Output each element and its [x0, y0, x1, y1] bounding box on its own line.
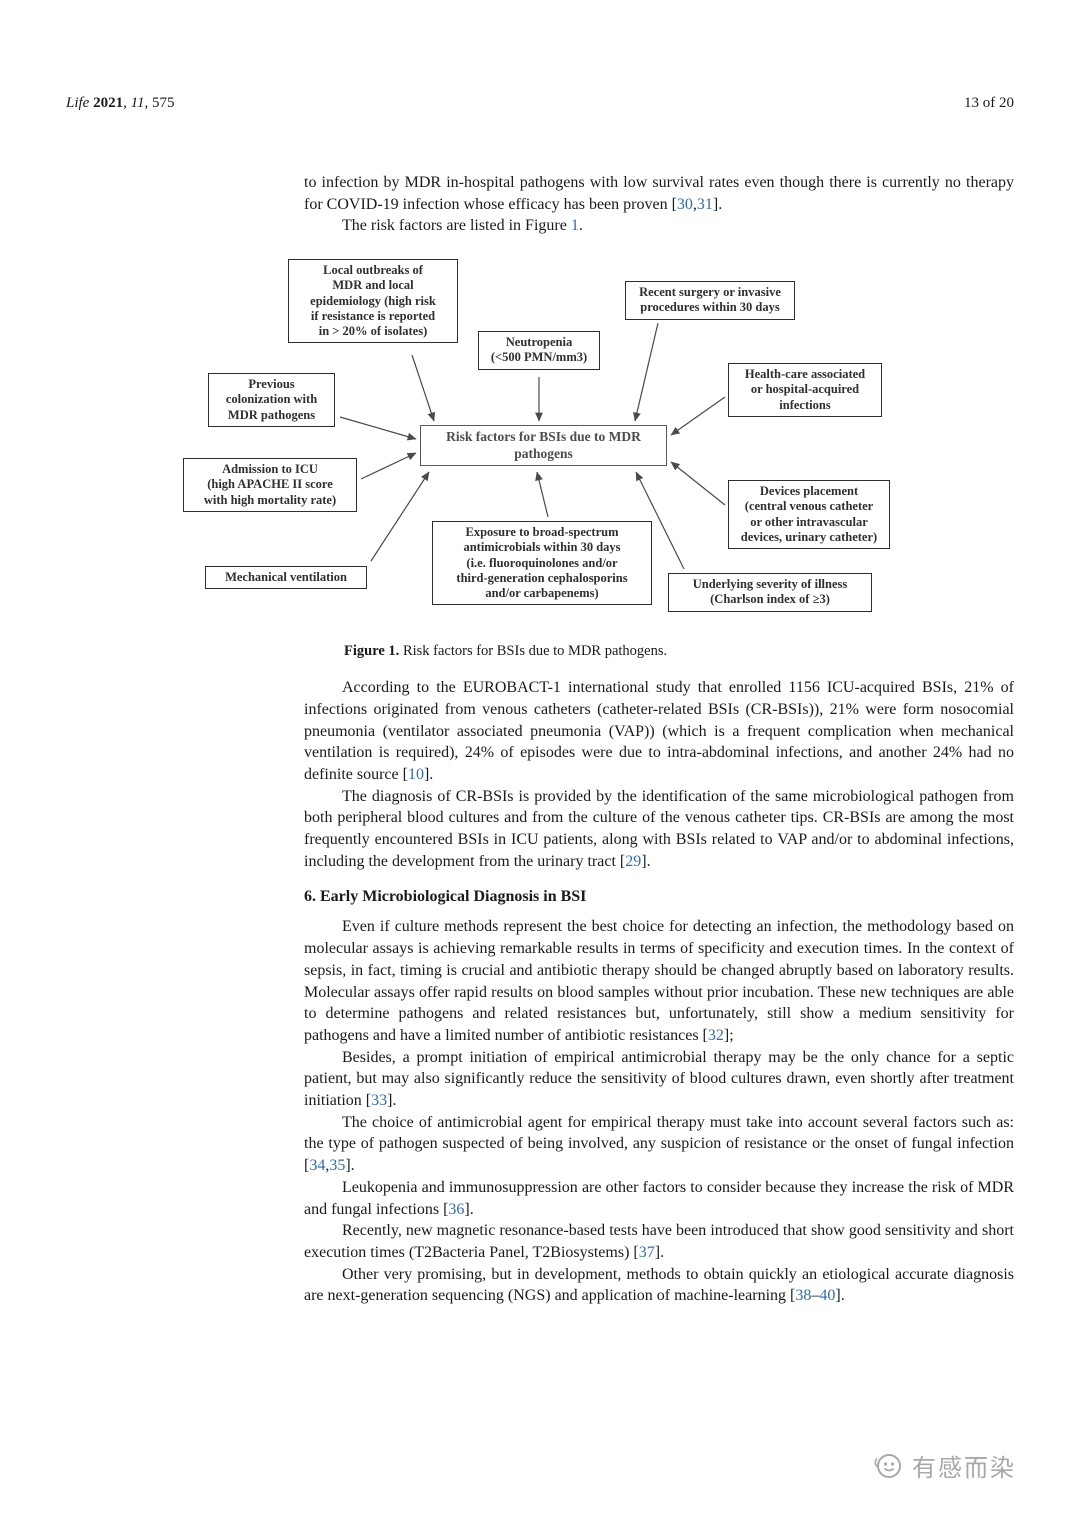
figure-caption: Figure 1. Risk factors for BSIs due to M… — [344, 641, 1014, 661]
watermark-text: 有感而染 — [912, 1455, 1016, 1482]
paragraph-intro: to infection by MDR in-hospital pathogen… — [304, 172, 1014, 215]
text-segment: ]. — [464, 1200, 474, 1218]
figure-1-diagram: Local outbreaks of MDR and local epidemi… — [180, 255, 895, 625]
text-segment: Besides, a prompt initiation of empirica… — [304, 1048, 1014, 1110]
paragraph-agent-choice: The choice of antimicrobial agent for em… — [304, 1112, 1014, 1177]
text-segment: Even if culture methods represent the be… — [304, 918, 1014, 1044]
citation-link[interactable]: 31 — [696, 195, 713, 213]
text-segment: Leukopenia and immunosuppression are oth… — [304, 1178, 1014, 1218]
citation-link[interactable]: 38 — [795, 1287, 812, 1305]
paragraph-culture-methods: Even if culture methods represent the be… — [304, 916, 1014, 1046]
citation-link[interactable]: 35 — [329, 1157, 346, 1175]
figure-box-devices-placement: Devices placement (central venous cathet… — [728, 480, 890, 550]
watermark-logo-icon — [874, 1453, 901, 1478]
text-segment: ]. — [641, 852, 651, 870]
citation-link[interactable]: 40 — [819, 1287, 836, 1305]
text-segment: ]. — [654, 1243, 665, 1261]
figure-box-local-outbreaks: Local outbreaks of MDR and local epidemi… — [288, 259, 458, 344]
citation-link[interactable]: 34 — [309, 1157, 326, 1175]
figure-box-healthcare-associated: Health-care associated or hospital-acqui… — [728, 363, 882, 417]
text-segment: 2021 — [93, 95, 124, 111]
figure-box-antimicrobial-exposure: Exposure to broad-spectrum antimicrobial… — [432, 521, 652, 606]
text-segment: ]. — [423, 765, 434, 783]
text-segment: ]; — [723, 1026, 734, 1044]
text-segment: ]. — [345, 1157, 355, 1175]
text-segment: Life — [66, 95, 94, 111]
paragraph-crbsi-diagnosis: The diagnosis of CR-BSIs is provided by … — [304, 786, 1014, 873]
text-segment: – — [811, 1287, 820, 1305]
text-segment: The risk factors are listed in Figure — [342, 217, 571, 235]
citation-link[interactable]: 37 — [638, 1243, 655, 1261]
text-segment: Figure 1. — [344, 643, 400, 660]
paragraph-leukopenia: Leukopenia and immunosuppression are oth… — [304, 1177, 1014, 1220]
watermark: 有感而染 — [872, 1448, 1016, 1483]
citation-link[interactable]: 29 — [625, 852, 642, 870]
paragraph-empirical-therapy: Besides, a prompt initiation of empirica… — [304, 1047, 1014, 1112]
page-header: Life 2021, 11, 575 13 of 20 — [66, 95, 1014, 112]
text-segment: Risk factors for BSIs due to MDR pathoge… — [399, 643, 668, 660]
text-segment: ]. — [712, 195, 723, 213]
figure-box-icu-admission: Admission to ICU (high APACHE II score w… — [183, 458, 357, 512]
text-segment: The diagnosis of CR-BSIs is provided by … — [304, 787, 1014, 870]
page-number: 13 of 20 — [964, 95, 1014, 111]
text-segment: According to the EUROBACT-1 internationa… — [304, 679, 1014, 783]
text-segment: The choice of antimicrobial agent for em… — [304, 1113, 1014, 1175]
section-heading-6: 6. Early Microbiological Diagnosis in BS… — [304, 888, 587, 906]
journal-citation: Life 2021, 11, 575 — [66, 95, 174, 112]
text-segment: Other very promising, but in development… — [304, 1265, 1014, 1305]
paragraph-magnetic-resonance: Recently, new magnetic resonance-based t… — [304, 1220, 1014, 1263]
text-segment: , — [325, 1157, 330, 1175]
text-segment: ]. — [387, 1092, 397, 1110]
citation-link[interactable]: 1 — [570, 217, 579, 235]
figure-box-center-risk-factors: Risk factors for BSIs due to MDR pathoge… — [420, 425, 667, 467]
figure-arrow-lines — [339, 322, 726, 570]
figure-box-underlying-severity: Underlying severity of illness (Charlson… — [668, 573, 872, 612]
citation-link[interactable]: 30 — [676, 195, 693, 213]
citation-link[interactable]: 32 — [707, 1026, 724, 1044]
text-segment: 11 — [130, 95, 145, 111]
figure-box-mechanical-ventilation: Mechanical ventilation — [205, 566, 367, 590]
citation-link[interactable]: 10 — [407, 765, 424, 783]
text-segment: to infection by MDR in-hospital pathogen… — [304, 174, 1014, 213]
text-segment: . — [578, 217, 583, 235]
figure-box-recent-surgery: Recent surgery or invasive procedures wi… — [625, 281, 795, 320]
text-segment: Recently, new magnetic resonance-based t… — [304, 1222, 1014, 1261]
figure-box-previous-colonization: Previous colonization with MDR pathogens — [208, 373, 335, 427]
paragraph-ngs-machine-learning: Other very promising, but in development… — [304, 1264, 1014, 1307]
figure-box-neutropenia: Neutropenia (<500 PMN/mm3) — [478, 331, 600, 370]
text-segment: ]. — [835, 1287, 845, 1305]
paragraph-eurobact-study: According to the EUROBACT-1 internationa… — [304, 677, 1014, 786]
text-segment: , 575 — [144, 95, 175, 111]
article-body: to infection by MDR in-hospital pathogen… — [183, 172, 1014, 1307]
paragraph-figure-ref: The risk factors are listed in Figure 1. — [304, 215, 1014, 237]
citation-link[interactable]: 33 — [371, 1092, 388, 1110]
text-segment: , — [123, 95, 131, 111]
text-segment: , — [692, 195, 697, 213]
citation-link[interactable]: 36 — [448, 1200, 465, 1218]
